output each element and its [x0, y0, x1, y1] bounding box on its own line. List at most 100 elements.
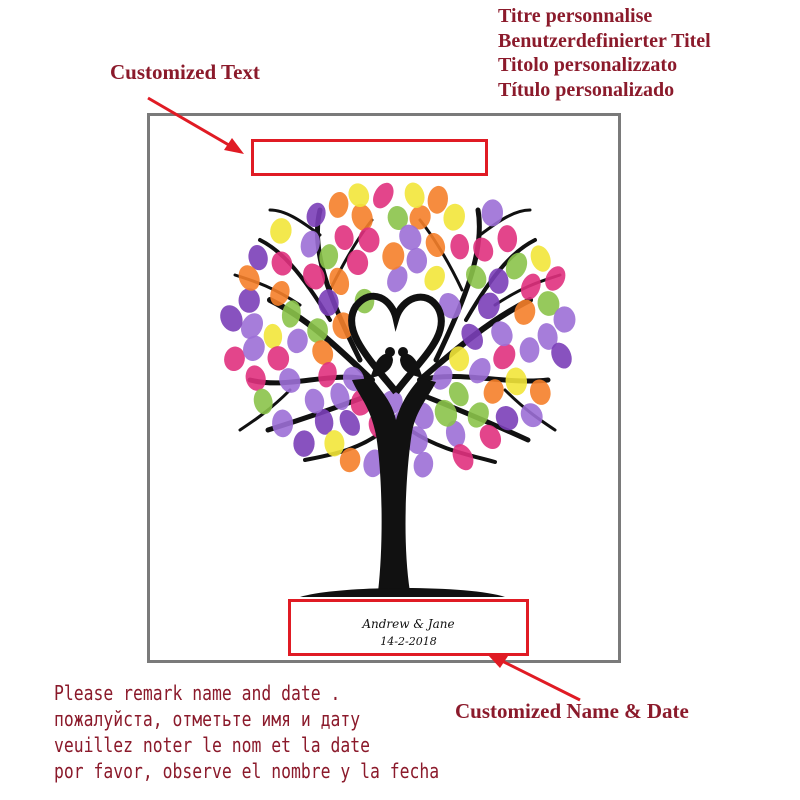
arrow-icon [488, 655, 581, 702]
fingerprint-leaf [307, 318, 328, 343]
fingerprint-leaf [253, 388, 273, 415]
fingerprint-leaf [443, 203, 465, 231]
remark-ru: пожалуйста, отметьте имя и дату [54, 707, 361, 731]
fingerprint-leaf [537, 291, 560, 316]
event-date: 14-2-2018 [380, 635, 437, 648]
fingerprint-leaf [318, 289, 339, 316]
fingerprint-leaf [491, 321, 513, 347]
fingerprint-leaf [505, 367, 528, 396]
fingerprint-leaf [514, 299, 536, 325]
fingerprint-leaf [406, 247, 428, 274]
fingerprint-leaf [306, 202, 326, 228]
fingerprint-leaf [495, 406, 519, 431]
fingerprint-leaf [545, 266, 566, 291]
fingerprint-leaf [434, 399, 458, 427]
fingerprint-leaf [479, 424, 502, 450]
fingerprint-leaf [427, 185, 448, 214]
fingerprint-leaf [399, 224, 422, 251]
fingerprint-leaf [271, 251, 293, 276]
fingerprint-leaf [445, 420, 466, 448]
fingerprint-leaf [238, 265, 260, 291]
remark-en: Please remark name and date . [54, 681, 341, 705]
fingerprint-leaf [505, 252, 528, 280]
fingerprint-leaf [382, 242, 405, 270]
fingerprint-leaf [319, 244, 339, 270]
fingerprint-leaf [245, 365, 266, 391]
fingerprint-leaf [473, 237, 494, 262]
fingerprint-leaf [481, 199, 504, 227]
fingerprint-leaf [346, 249, 369, 276]
fingerprint-leaf [373, 182, 394, 209]
customized-text-label: Customized Text [110, 60, 260, 84]
fingerprint-leaf [387, 266, 408, 293]
title-de: Benutzerdefinierter Titel [498, 29, 711, 52]
fingerprint-leaf [520, 273, 541, 300]
fingerprint-leaf [519, 337, 540, 363]
arrow-icon [147, 96, 244, 154]
fingerprint-leaf [461, 323, 483, 350]
fingerprint-leaf [312, 340, 334, 365]
fingerprint-leaf [330, 382, 350, 411]
remark-fr: veuillez noter le nom et la date [54, 733, 370, 757]
fingerprint-leaf [224, 346, 245, 372]
fingerprint-leaf [467, 402, 489, 428]
fingerprint-leaf [449, 346, 470, 372]
name-date-box [288, 599, 529, 656]
fingerprint-leaf [339, 447, 361, 473]
fingerprint-leaf [387, 206, 408, 230]
fingerprint-leaf [272, 409, 294, 438]
fingerprint-leaf [279, 368, 301, 393]
fingerprint-leaf [439, 292, 462, 319]
fingerprint-leaf [318, 361, 337, 388]
fingerprint-leaf [287, 328, 308, 354]
fingerprint-leaf [270, 218, 292, 244]
fingerprint-leaf [281, 300, 301, 328]
title-it: Titolo personalizzato [498, 54, 678, 76]
fingerprint-leaf [270, 280, 290, 306]
fingerprint-leaf [329, 267, 350, 296]
fingerprint-leaf [452, 444, 474, 471]
fingerprint-leaf [334, 225, 354, 251]
fingerprint-leaf [267, 346, 290, 371]
fingerprint-leaf [529, 379, 551, 405]
fingerprint-leaf [551, 342, 572, 369]
fingerprint-leaf [530, 245, 551, 272]
remark-note: Please remark name and date . пожалуйста… [54, 680, 439, 784]
fingerprint-leaf [293, 430, 315, 457]
fingerprint-leaf [348, 183, 370, 208]
fingerprint-leaf [450, 233, 470, 260]
tree-branch [268, 208, 322, 237]
fingerprint-leaf [243, 335, 265, 361]
fingerprint-leaf [263, 323, 283, 349]
fingerprint-leaf [483, 379, 504, 404]
fingerprint-leaf [358, 227, 380, 253]
fingerprint-leaf [248, 244, 268, 271]
fingerprint-leaf [478, 292, 500, 320]
fingerprint-leaf [497, 225, 518, 253]
fingerprint-leaf [469, 358, 491, 384]
fingerprint-leaf [328, 191, 349, 218]
custom-title-box [251, 139, 488, 176]
customized-name-date-label: Customized Name & Date [455, 699, 689, 723]
fingerprint-leaf [520, 403, 543, 428]
fingerprint-leaf [553, 306, 576, 333]
fingerprint-leaf [324, 430, 345, 457]
fingerprint-leaf [466, 265, 487, 289]
tree-branch [478, 208, 532, 237]
fingerprint-leaf [339, 409, 360, 436]
fingerprint-leaf [241, 313, 263, 339]
fingerprint-leaf [424, 265, 445, 291]
fingerprint-leaf [300, 230, 320, 258]
fingerprint-leaf [488, 268, 509, 294]
love-birds-icon [370, 347, 423, 378]
fingerprint-leaf [404, 182, 425, 209]
title-fr: Titre personnalise [498, 5, 653, 27]
fingerprint-leaf [304, 388, 325, 414]
fingerprint-leaf [413, 451, 434, 478]
title-translations: Titre personnalise Benutzerdefinierter T… [498, 4, 711, 102]
fingerprint-leaf [425, 232, 446, 258]
fingerprint-leaf [351, 203, 373, 231]
fingerprint-leaf [409, 205, 431, 230]
